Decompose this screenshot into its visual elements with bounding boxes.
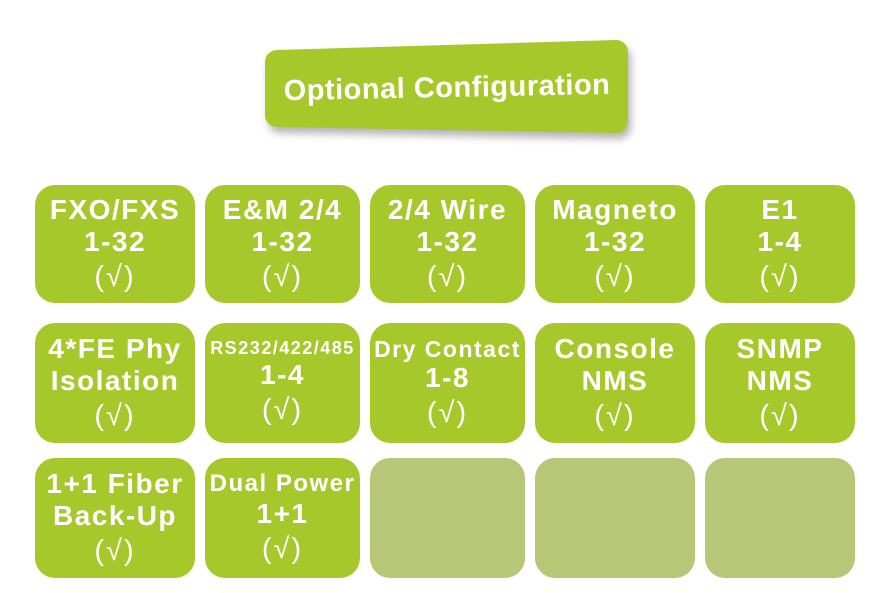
- card-title: Magneto: [552, 193, 678, 225]
- card-check-mark: (√): [261, 261, 304, 294]
- option-card-fxo-fxs: FXO/FXS 1-32 (√): [35, 185, 195, 303]
- card-title: Console: [554, 332, 676, 364]
- card-title-2: Isolation: [50, 364, 180, 396]
- card-title-2: Back-Up: [52, 499, 178, 531]
- card-title-2: NMS: [746, 364, 814, 396]
- card-title: SNMP: [736, 332, 824, 364]
- card-title: 2/4 Wire: [387, 193, 508, 225]
- card-range: 1+1: [256, 497, 309, 529]
- option-card-dual-power: Dual Power 1+1 (√): [205, 458, 360, 578]
- option-card-empty: [705, 458, 855, 578]
- option-card-empty: [370, 458, 525, 578]
- card-range: 1-32: [416, 225, 479, 257]
- option-card-em-2-4: E&M 2/4 1-32 (√): [205, 185, 360, 303]
- card-check-mark: (√): [94, 535, 136, 568]
- option-card-rs232-422-485: RS232/422/485 1-4 (√): [205, 323, 360, 443]
- card-check-mark: (√): [594, 400, 636, 433]
- option-card-fiber-backup: 1+1 Fiber Back-Up (√): [35, 458, 195, 578]
- option-card-grid: FXO/FXS 1-32 (√) E&M 2/4 1-32 (√) 2/4 Wi…: [35, 185, 855, 578]
- option-card-console-nms: Console NMS (√): [535, 323, 695, 443]
- option-card-fe-phy-isolation: 4*FE Phy Isolation (√): [35, 323, 195, 443]
- option-card-magneto: Magneto 1-32 (√): [535, 185, 695, 303]
- card-range: 1-8: [425, 361, 470, 393]
- card-title: FXO/FXS: [49, 193, 181, 225]
- card-title: E1: [761, 193, 799, 225]
- option-card-2-4-wire: 2/4 Wire 1-32 (√): [370, 185, 525, 303]
- card-title-2: NMS: [581, 364, 649, 396]
- card-range: 1-4: [260, 359, 305, 391]
- option-card-empty: [535, 458, 695, 578]
- card-row-2: 4*FE Phy Isolation (√) RS232/422/485 1-4…: [35, 323, 855, 443]
- card-row-1: FXO/FXS 1-32 (√) E&M 2/4 1-32 (√) 2/4 Wi…: [35, 185, 855, 303]
- card-range: 1-4: [757, 225, 803, 257]
- card-check-mark: (√): [759, 261, 801, 294]
- card-range: 1-32: [83, 225, 147, 257]
- card-title: E&M 2/4: [222, 193, 343, 225]
- card-range: 1-32: [251, 225, 314, 257]
- card-check-mark: (√): [261, 394, 304, 427]
- card-title: Dual Power: [209, 469, 356, 497]
- option-card-snmp-nms: SNMP NMS (√): [705, 323, 855, 443]
- card-check-mark: (√): [94, 261, 136, 294]
- card-check-mark: (√): [426, 261, 469, 294]
- card-range: 1-32: [583, 225, 647, 257]
- card-check-mark: (√): [94, 400, 136, 433]
- banner-shape: [265, 40, 628, 133]
- option-card-e1: E1 1-4 (√): [705, 185, 855, 303]
- card-check-mark: (√): [426, 397, 469, 430]
- card-title: 4*FE Phy: [48, 332, 182, 364]
- card-title: RS232/422/485: [210, 338, 355, 359]
- option-card-dry-contact: Dry Contact 1-8 (√): [370, 323, 525, 443]
- card-check-mark: (√): [261, 532, 304, 565]
- card-row-3: 1+1 Fiber Back-Up (√) Dual Power 1+1 (√): [35, 458, 855, 578]
- card-check-mark: (√): [759, 400, 801, 433]
- card-title: 1+1 Fiber: [46, 467, 184, 499]
- banner-title: Optional Configuration: [283, 68, 611, 107]
- card-check-mark: (√): [594, 261, 636, 294]
- card-title: Dry Contact: [374, 335, 521, 362]
